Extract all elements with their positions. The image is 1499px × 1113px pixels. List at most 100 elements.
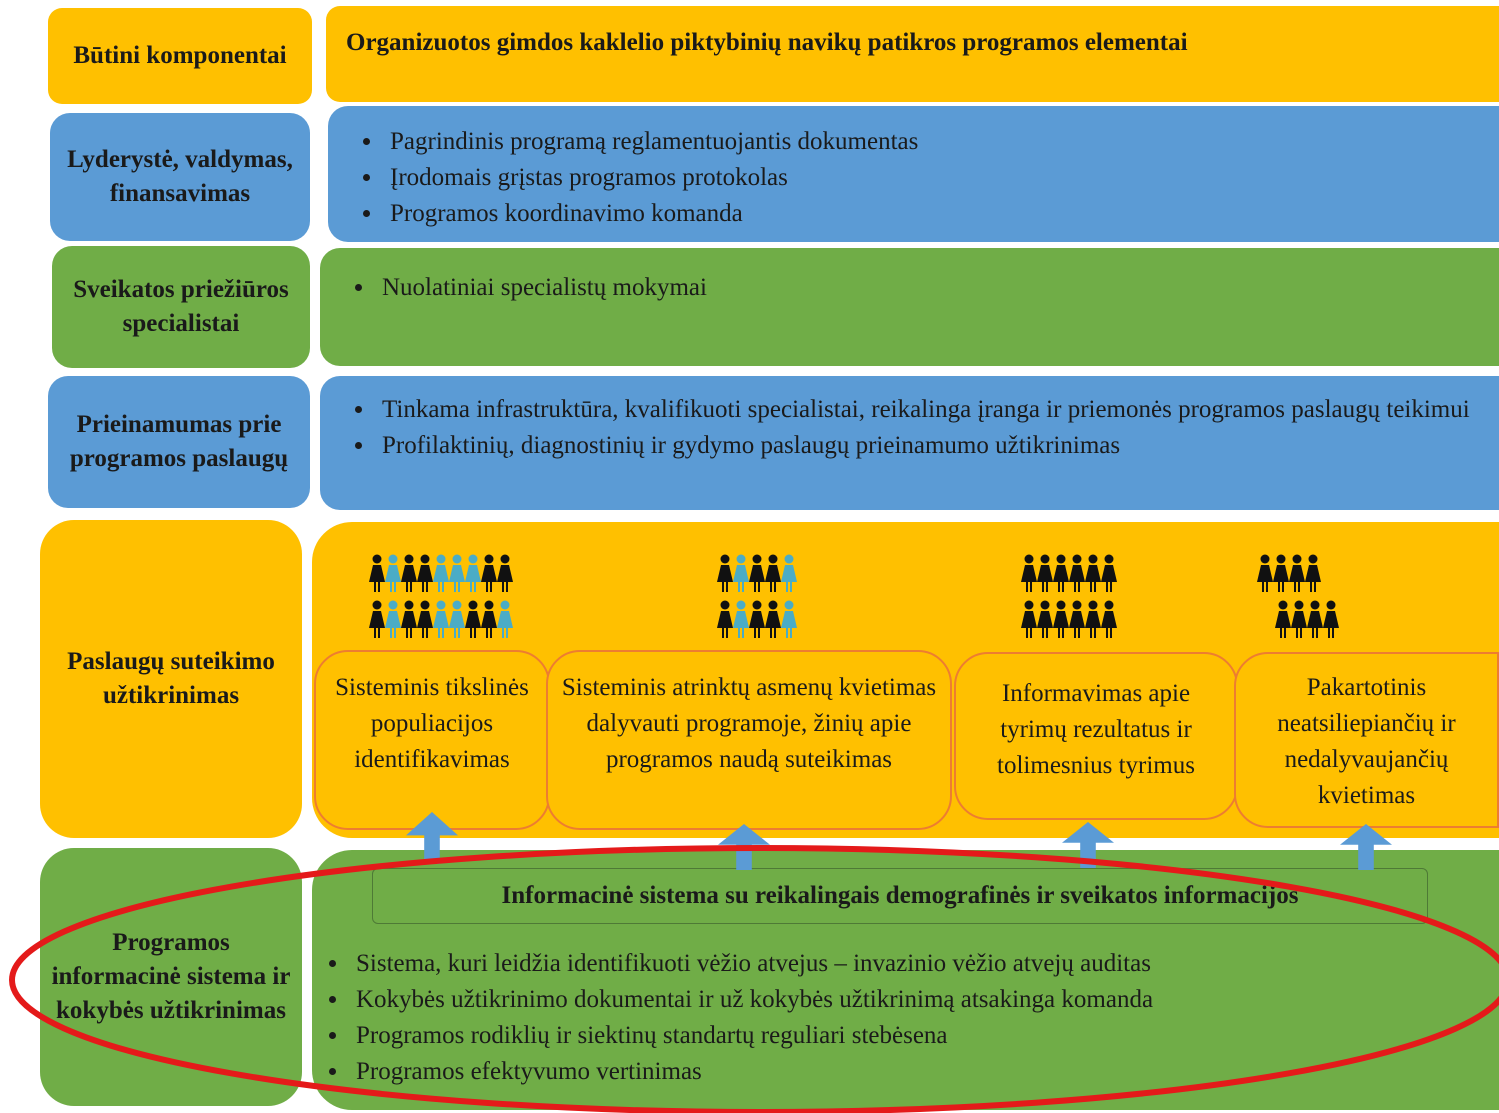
woman-figure-icon <box>1257 554 1273 592</box>
woman-figure-icon <box>401 600 417 638</box>
list-item: Tinkama infrastruktūra, kvalifikuoti spe… <box>376 392 1479 428</box>
woman-figure-icon <box>765 554 781 592</box>
leadership-label-text: Lyderystė, valdymas, finansavimas <box>67 146 293 207</box>
information-system-title: Informacinė sistema su reikalingais demo… <box>501 882 1299 909</box>
access-label: Prieinamumas prie programos paslaugų <box>48 376 310 508</box>
woman-figure-icon <box>1085 600 1101 638</box>
up-arrow-icon <box>1062 822 1114 868</box>
people-group-1-icon <box>369 554 513 638</box>
step-reinvitation: Pakartotinis neatsiliepiančių ir nedalyv… <box>1234 652 1499 828</box>
page-title: Organizuotos gimdos kaklelio piktybinių … <box>346 29 1188 56</box>
quality-list-wrap: Sistema, kuri leidžia identifikuoti vėži… <box>312 946 1472 1090</box>
woman-figure-icon <box>1273 554 1289 592</box>
arrow-shape <box>406 812 458 864</box>
people-group-2-icon <box>717 554 797 638</box>
specialists-label: Sveikatos priežiūros specialistai <box>52 246 310 368</box>
woman-figure-icon <box>1289 554 1305 592</box>
woman-figure-icon <box>1323 600 1339 638</box>
list-item: Sistema, kuri leidžia identifikuoti vėži… <box>350 946 1472 982</box>
components-header-label: Būtini komponentai <box>48 8 312 104</box>
access-list: Tinkama infrastruktūra, kvalifikuoti spe… <box>340 392 1499 464</box>
specialists-content: Nuolatiniai specialistų mokymai <box>320 248 1499 366</box>
information-system-bar: Informacinė sistema su reikalingais demo… <box>372 868 1428 924</box>
woman-figure-icon <box>417 600 433 638</box>
specialists-list: Nuolatiniai specialistų mokymai <box>340 270 1499 306</box>
woman-figure-icon <box>449 554 465 592</box>
woman-figure-icon <box>1021 554 1037 592</box>
woman-figure-icon <box>733 600 749 638</box>
woman-figure-icon <box>1053 600 1069 638</box>
up-arrow-icon <box>1340 824 1392 870</box>
specialists-label-text: Sveikatos priežiūros specialistai <box>73 276 289 337</box>
woman-figure-icon <box>749 600 765 638</box>
access-label-text: Prieinamumas prie programos paslaugų <box>69 411 289 472</box>
woman-figure-icon <box>1069 554 1085 592</box>
woman-figure-icon <box>385 600 401 638</box>
list-item: Programos efektyvumo vertinimas <box>350 1054 1472 1090</box>
woman-figure-icon <box>385 554 401 592</box>
woman-figure-icon <box>1101 554 1117 592</box>
quality-label: Programos informacinė sistema ir kokybės… <box>40 848 302 1106</box>
arrow-shape <box>1340 824 1392 870</box>
header-title-box: Organizuotos gimdos kaklelio piktybinių … <box>326 6 1499 102</box>
list-item: Kokybės užtikrinimo dokumentai ir už kok… <box>350 982 1472 1018</box>
list-item: Programos rodiklių ir siektinų standartų… <box>350 1018 1472 1054</box>
leadership-label: Lyderystė, valdymas, finansavimas <box>50 113 310 241</box>
woman-figure-icon <box>481 600 497 638</box>
woman-figure-icon <box>749 554 765 592</box>
step-invitation-text: Sisteminis atrinktų asmenų kvietimas dal… <box>561 674 937 773</box>
arrow-shape <box>1062 822 1114 868</box>
woman-figure-icon <box>1021 600 1037 638</box>
woman-figure-icon <box>369 600 385 638</box>
list-item: Programos koordinavimo komanda <box>384 196 1499 232</box>
step-results-info: Informavimas apie tyrimų rezultatus ir t… <box>954 652 1238 820</box>
woman-figure-icon <box>781 554 797 592</box>
list-item: Pagrindinis programą reglamentuojantis d… <box>384 124 1499 160</box>
step-results-info-text: Informavimas apie tyrimų rezultatus ir t… <box>997 680 1195 779</box>
access-content: Tinkama infrastruktūra, kvalifikuoti spe… <box>320 376 1499 510</box>
woman-figure-icon <box>1037 554 1053 592</box>
woman-figure-icon <box>1305 554 1321 592</box>
woman-figure-icon <box>1307 600 1323 638</box>
list-item: Profilaktinių, diagnostinių ir gydymo pa… <box>376 428 1479 464</box>
list-item: Nuolatiniai specialistų mokymai <box>376 270 1499 306</box>
woman-figure-icon <box>433 600 449 638</box>
people-group-3-icon <box>1021 554 1117 638</box>
woman-figure-icon <box>717 600 733 638</box>
woman-figure-icon <box>781 600 797 638</box>
list-item: Įrodomais grįstas programos protokolas <box>384 160 1499 196</box>
people-group-4-icon <box>1257 554 1339 638</box>
woman-figure-icon <box>401 554 417 592</box>
woman-figure-icon <box>1069 600 1085 638</box>
up-arrow-icon <box>718 824 770 870</box>
quality-list: Sistema, kuri leidžia identifikuoti vėži… <box>312 946 1472 1090</box>
components-header-text: Būtini komponentai <box>73 42 287 69</box>
woman-figure-icon <box>481 554 497 592</box>
step-identification: Sisteminis tikslinės populiacijos identi… <box>314 650 550 830</box>
woman-figure-icon <box>449 600 465 638</box>
woman-figure-icon <box>497 600 513 638</box>
woman-figure-icon <box>1085 554 1101 592</box>
woman-figure-icon <box>717 554 733 592</box>
woman-figure-icon <box>1291 600 1307 638</box>
woman-figure-icon <box>1053 554 1069 592</box>
woman-figure-icon <box>1101 600 1117 638</box>
woman-figure-icon <box>765 600 781 638</box>
woman-figure-icon <box>497 554 513 592</box>
woman-figure-icon <box>465 554 481 592</box>
services-label: Paslaugų suteikimo užtikrinimas <box>40 520 302 838</box>
step-invitation: Sisteminis atrinktų asmenų kvietimas dal… <box>546 650 952 830</box>
step-identification-text: Sisteminis tikslinės populiacijos identi… <box>335 674 529 773</box>
step-reinvitation-text: Pakartotinis neatsiliepiančių ir nedalyv… <box>1277 674 1456 809</box>
up-arrow-icon <box>406 812 458 864</box>
services-label-text: Paslaugų suteikimo užtikrinimas <box>67 648 275 709</box>
woman-figure-icon <box>1037 600 1053 638</box>
woman-figure-icon <box>369 554 385 592</box>
woman-figure-icon <box>733 554 749 592</box>
arrow-shape <box>718 824 770 870</box>
leadership-list: Pagrindinis programą reglamentuojantis d… <box>348 124 1499 232</box>
woman-figure-icon <box>433 554 449 592</box>
woman-figure-icon <box>1275 600 1291 638</box>
leadership-content: Pagrindinis programą reglamentuojantis d… <box>328 106 1499 242</box>
woman-figure-icon <box>417 554 433 592</box>
